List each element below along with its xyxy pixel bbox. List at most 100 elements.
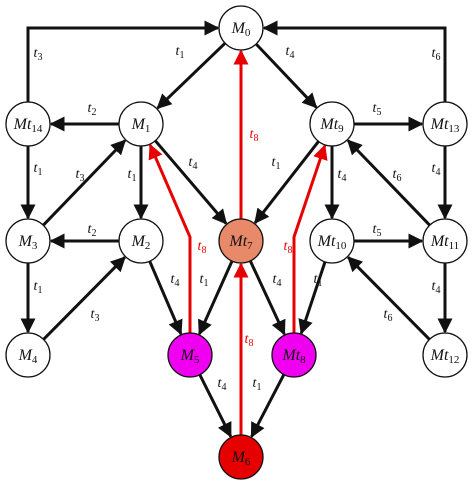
edge-label-letter: t	[384, 307, 389, 322]
edge-label-letter: t	[171, 272, 176, 287]
node-label-prefix: Mt	[430, 116, 449, 133]
edge-label-letter: t	[338, 167, 343, 182]
edge-label-mt7-to-m5: t1	[200, 272, 209, 289]
node-label-prefix: Mt	[317, 233, 336, 250]
edge-label-letter: t	[272, 155, 277, 170]
node-label-prefix: Mt	[281, 347, 300, 364]
edge-label-mt13-to-m0: t6	[432, 46, 441, 63]
node-label-subscript: 7	[247, 240, 253, 252]
edge-label-subscript: 4	[174, 278, 179, 289]
node-circle	[271, 332, 317, 378]
edge-label-subscript: 8	[248, 338, 253, 349]
edge-label-letter: t	[34, 279, 39, 294]
edge-label-mt11-to-mt9: t6	[393, 167, 402, 184]
edge-mt9-to-mt7	[253, 140, 320, 224]
edge-label-letter: t	[91, 307, 96, 322]
edges-layer	[20, 20, 453, 438]
edge-label-subscript: 1	[37, 285, 42, 296]
edge-mt8-to-m6	[250, 373, 286, 438]
edge-label-mt10-to-mt8: t1	[314, 272, 323, 289]
node-circle	[422, 101, 468, 147]
edge-label-letter: t	[253, 376, 258, 391]
node-label-subscript: 8	[300, 354, 306, 366]
node-mt13: Mt13	[422, 101, 468, 147]
node-circle	[5, 332, 51, 378]
edge-label-subscript: 1	[275, 161, 280, 172]
edge-label-m3-to-m4: t1	[34, 279, 43, 296]
node-label-prefix: Mt	[13, 116, 32, 133]
node-circle	[422, 218, 468, 264]
edge-label-letter: t	[76, 167, 81, 182]
edge-label-subscript: 6	[387, 313, 392, 324]
node-label: Mt7	[228, 233, 253, 252]
node-m3: M3	[5, 218, 51, 264]
node-circle	[422, 332, 468, 378]
node-label-subscript: 9	[338, 123, 344, 135]
node-circle	[118, 218, 164, 264]
node-m6: M6	[218, 434, 264, 480]
node-mt9: Mt9	[309, 101, 355, 147]
node-label-subscript: 3	[32, 240, 38, 252]
node-m5: M5	[167, 332, 213, 378]
edge-label-m5-to-m1: t8	[198, 239, 207, 256]
edge-label-letter: t	[393, 167, 398, 182]
node-label: M1	[131, 116, 151, 135]
edge-label-letter: t	[189, 155, 194, 170]
edge-label-subscript: 1	[179, 50, 184, 61]
edge-m5-to-m1	[148, 143, 192, 333]
edge-label-subscript: 6	[396, 173, 401, 184]
edge-label-letter: t	[373, 222, 378, 237]
edge-mt11-to-mt9	[346, 139, 431, 227]
edge-label-letter: t	[88, 101, 93, 116]
edge-label-letter: t	[218, 376, 223, 391]
edge-label-subscript: 1	[317, 278, 322, 289]
edge-m0-to-m1	[156, 42, 227, 110]
edge-label-letter: t	[286, 44, 291, 59]
node-label-subscript: 2	[145, 240, 151, 252]
node-label-prefix: Mt	[319, 116, 338, 133]
node-label-prefix: M	[131, 233, 147, 250]
node-label-prefix: M	[180, 347, 196, 364]
edge-label-mt9-to-mt10: t4	[338, 167, 347, 184]
node-label: M4	[18, 347, 38, 366]
edge-label-subscript: 4	[435, 167, 440, 178]
edge-label-subscript: 6	[435, 52, 440, 63]
edge-mt14-to-m0	[26, 20, 220, 102]
edge-label-subscript: 2	[91, 228, 96, 239]
node-label-prefix: M	[231, 449, 247, 466]
node-circle	[218, 5, 264, 51]
node-label: M6	[231, 449, 251, 468]
node-label-subscript: 1	[145, 123, 151, 135]
edge-label-m1-to-m2: t1	[128, 167, 137, 184]
node-label: Mt11	[430, 233, 459, 252]
edge-label-mt7-to-mt8: t4	[273, 272, 282, 289]
edge-label-letter: t	[34, 46, 39, 61]
node-label-subscript: 10	[335, 240, 347, 252]
edge-mt10-to-mt8	[298, 261, 327, 335]
node-circle	[5, 218, 51, 264]
node-label: M3	[18, 233, 38, 252]
edge-label-m4-to-m2: t3	[91, 307, 100, 324]
edge-label-subscript: 4	[221, 382, 226, 393]
edge-label-m0-to-mt9: t4	[286, 44, 295, 61]
edge-mt13-to-m0	[262, 20, 447, 102]
edge-label-letter: t	[284, 239, 289, 254]
node-label: Mt9	[319, 116, 344, 135]
node-label: Mt13	[430, 116, 460, 135]
edge-label-mt14-to-m3: t1	[34, 161, 43, 178]
node-label-subscript: 0	[245, 27, 251, 39]
edge-m1-to-mt7	[154, 139, 228, 225]
node-label-prefix: Mt	[430, 347, 449, 364]
edge-label-letter: t	[176, 44, 181, 59]
edge-label-subscript: 1	[203, 278, 208, 289]
node-label-prefix: M	[131, 116, 147, 133]
edge-label-subscript: 4	[341, 173, 346, 184]
node-mt14: Mt14	[5, 101, 51, 147]
edge-label-m5-to-m6: t4	[218, 376, 227, 393]
edge-label-mt9-to-mt13: t5	[373, 101, 382, 118]
edge-label-subscript: 1	[131, 173, 136, 184]
edge-label-letter: t	[373, 101, 378, 116]
edge-label-letter: t	[432, 279, 437, 294]
node-label-subscript: 14	[31, 123, 43, 135]
